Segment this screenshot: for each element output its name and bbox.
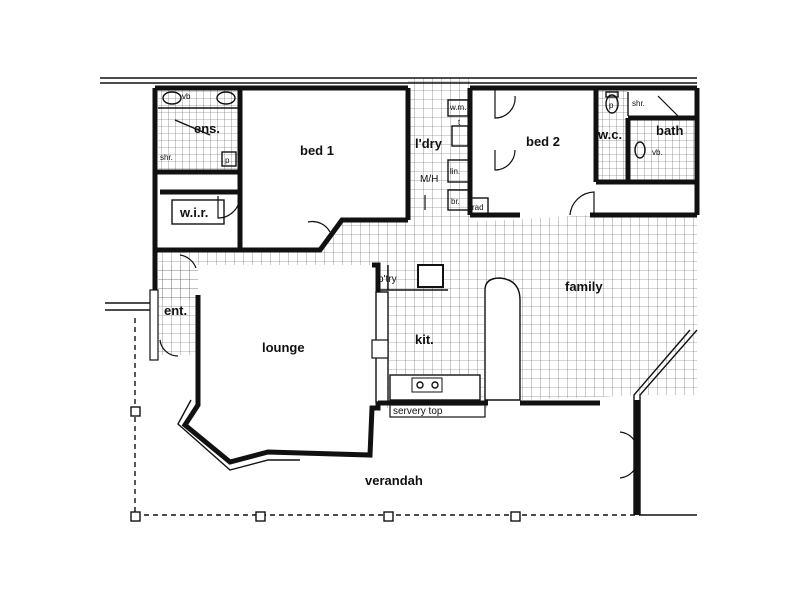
room-label-ent: ent. — [164, 303, 187, 318]
bath-fixtures: p shr. vb. — [605, 91, 663, 159]
family-walls — [633, 329, 698, 516]
ensuite-fixtures: vb shr. p — [158, 91, 240, 167]
room-label-ptry: p'try — [378, 274, 397, 285]
room-label-kit: kit. — [415, 332, 434, 347]
fixture-label-wm: w.m. — [449, 103, 466, 112]
exterior-walls — [152, 85, 700, 253]
fixture-label-shr-bath: shr. — [632, 99, 645, 108]
wir-rail — [171, 199, 225, 225]
room-label-verandah: verandah — [365, 473, 423, 488]
fixture-label-br: br. — [451, 197, 460, 206]
laundry-fixtures: w.m. t M/H lin. br. rad — [420, 99, 489, 215]
fixture-label-p-wc: p — [609, 101, 614, 110]
fixture-label-p: p — [225, 156, 230, 165]
room-label-bath: bath — [656, 123, 684, 138]
verandah-posts — [130, 406, 521, 522]
room-label-ens: ens. — [194, 121, 220, 136]
fixture-label-lin: lin. — [450, 167, 460, 176]
entry-walls — [105, 250, 159, 361]
doors — [159, 90, 681, 479]
room-label-wir: w.i.r. — [179, 205, 208, 220]
fixture-label-vb: vb — [182, 92, 191, 101]
room-label-wc: w.c. — [597, 127, 622, 142]
servery-top-label: servery top — [393, 406, 443, 417]
kitchen-structures — [371, 264, 600, 418]
fixture-label-vb-bath: vb. — [652, 148, 663, 157]
fixture-label-rad: rad — [472, 203, 484, 212]
room-label-bed2: bed 2 — [526, 134, 560, 149]
roof-line — [100, 77, 697, 84]
lounge-walls — [177, 262, 381, 471]
room-label-ldry: l'dry — [415, 136, 443, 151]
fixture-label-t: t — [458, 118, 461, 127]
room-label-lounge: lounge — [262, 340, 305, 355]
room-label-family: family — [565, 279, 603, 294]
room-label-bed1: bed 1 — [300, 143, 334, 158]
fixture-label-shr: shr. — [160, 153, 173, 162]
tiled-floor — [158, 78, 697, 408]
room-labels: ens. bed 1 l'dry bed 2 w.c. bath w.i.r. … — [164, 121, 684, 488]
fixture-label-mh: M/H — [420, 174, 438, 185]
